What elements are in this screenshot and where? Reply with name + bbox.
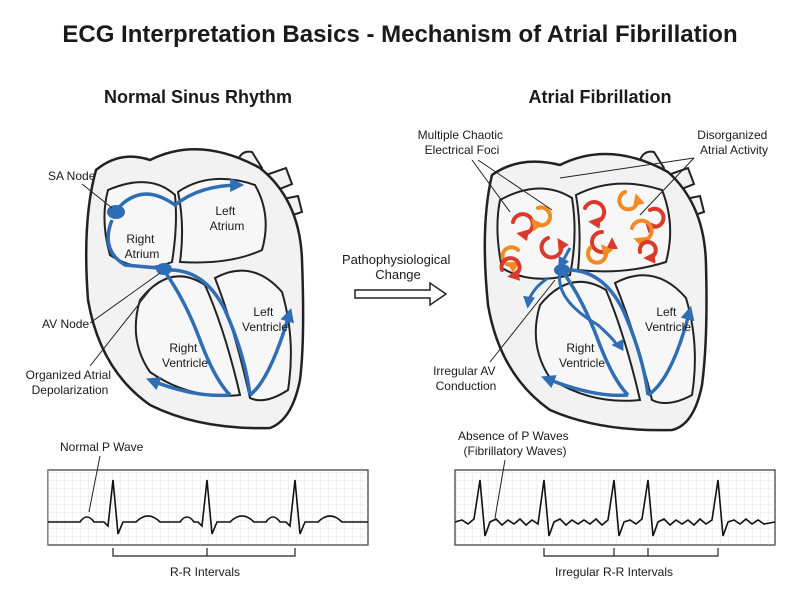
bundle-pathway xyxy=(561,270,630,397)
leader-line xyxy=(471,159,511,213)
leader-line xyxy=(559,157,695,179)
right-ventricle-label: Right Ventricle xyxy=(162,341,208,370)
left-ventricle-label: Left Ventricle xyxy=(645,305,691,334)
bundle-pathway xyxy=(169,268,252,396)
atrial-input-arrow xyxy=(558,247,572,270)
page-title: ECG Interpretation Basics - Mechanism of… xyxy=(62,21,737,48)
chaotic-focus-arrow xyxy=(500,245,521,273)
leader-line xyxy=(639,157,695,216)
chaotic-focus-arrow xyxy=(617,190,645,212)
rr-bracket xyxy=(112,548,296,557)
purkinje-arrow xyxy=(248,307,294,397)
chaotic-focus-arrow xyxy=(583,200,607,229)
leader-line xyxy=(489,279,556,363)
chaotic-focus-arrow xyxy=(630,218,654,249)
right-heading: Atrial Fibrillation xyxy=(528,87,671,107)
chaotic-focus-arrow xyxy=(586,244,614,265)
chaotic-foci-label: Multiple Chaotic Electrical Foci xyxy=(418,128,507,157)
disorganized-activity-label: Disorganized Atrial Activity xyxy=(697,128,770,157)
normal-ecg-strip xyxy=(47,469,369,546)
leader-line xyxy=(89,272,161,324)
absence-p-waves-label: Absence of P Waves (Fibrillatory Waves) xyxy=(458,429,572,458)
sa-node-marker xyxy=(107,205,125,219)
bundle-pathway xyxy=(163,270,232,397)
leader-line xyxy=(88,455,101,513)
atrial-pathway-arrow xyxy=(113,178,245,214)
right-ventricle-chamber xyxy=(134,275,242,397)
chaotic-focus-arrow xyxy=(637,240,658,264)
purkinje-arrow xyxy=(541,375,629,398)
right-ventricle-label: Right Ventricle xyxy=(559,341,605,370)
chaotic-focus-arrow xyxy=(531,205,553,232)
sa-node-label: SA Node xyxy=(48,169,96,183)
ecg-grid xyxy=(455,470,775,545)
leader-line xyxy=(81,183,113,209)
av-node-marker xyxy=(156,263,172,275)
chaotic-focus-arrow xyxy=(539,236,569,260)
chaotic-focus-arrow xyxy=(499,256,522,281)
left-atrium-chamber xyxy=(176,177,267,264)
av-node-label: AV Node xyxy=(42,317,89,331)
ecg-grid xyxy=(48,470,368,545)
internodal-pathway xyxy=(106,219,159,270)
ecg-trace xyxy=(454,479,776,537)
left-atrium-label: Left Atrium xyxy=(210,204,245,233)
p-wave-label: Normal P Wave xyxy=(60,440,144,454)
irregular-av-arrow xyxy=(557,271,624,351)
left-ventricle-label: Left Ventricle xyxy=(242,305,288,334)
left-heading: Normal Sinus Rhythm xyxy=(104,87,292,107)
transition-arrow xyxy=(354,281,448,307)
rr-bracket xyxy=(543,548,719,557)
transition-label: Pathophysiological Change xyxy=(342,252,454,282)
afib-ecg-strip xyxy=(454,469,776,546)
organized-depolarization-label: Organized Atrial Depolarization xyxy=(26,368,115,397)
purkinje-arrow xyxy=(146,377,231,398)
leader-line xyxy=(89,289,151,367)
afib-heart xyxy=(483,150,708,432)
purkinje-arrow xyxy=(646,305,695,397)
irregular-av-label: Irregular AV Conduction xyxy=(433,364,499,393)
av-node-marker xyxy=(554,264,570,276)
leader-line xyxy=(494,459,506,519)
leader-line xyxy=(477,159,553,211)
rr-intervals-label: R-R Intervals xyxy=(170,565,240,579)
right-ventricle-chamber xyxy=(534,280,642,402)
ecg-trace xyxy=(48,479,368,535)
irregular-rr-label: Irregular R-R Intervals xyxy=(555,565,673,579)
bundle-pathway xyxy=(567,268,650,396)
normal-heart xyxy=(84,148,305,430)
irregular-av-arrow xyxy=(523,276,549,309)
right-atrium-label: Right Atrium xyxy=(125,232,160,261)
